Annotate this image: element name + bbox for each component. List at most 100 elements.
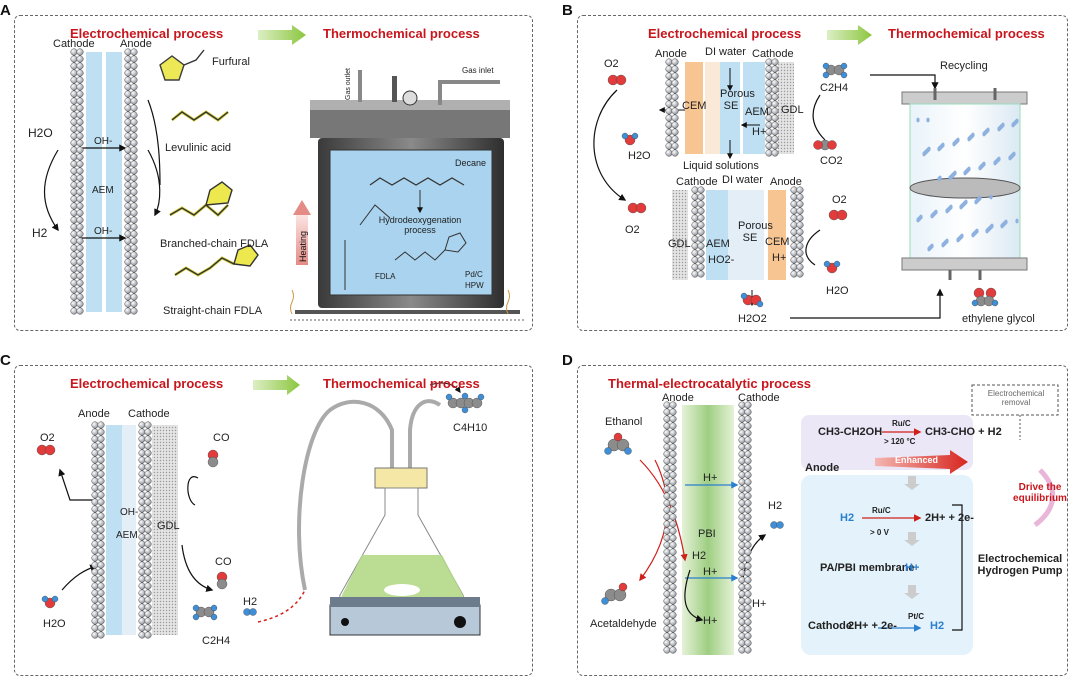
electrode-bead bbox=[669, 646, 677, 654]
panel-a-aem: AEM bbox=[92, 185, 114, 196]
electrode-bead bbox=[665, 114, 673, 122]
electrode-bead bbox=[70, 293, 78, 301]
electrode-bead bbox=[663, 471, 671, 479]
electrode-bead bbox=[91, 442, 99, 450]
electrode-bead bbox=[91, 561, 99, 569]
electrode-bead bbox=[70, 307, 78, 315]
electrode-bead bbox=[124, 216, 132, 224]
electrode-bead bbox=[691, 249, 699, 257]
electrode-bead bbox=[124, 223, 132, 231]
electrode-bead bbox=[144, 484, 152, 492]
electrode-bead bbox=[738, 618, 746, 626]
butane-molecule bbox=[477, 393, 485, 401]
electrode-bead bbox=[144, 442, 152, 450]
electrode-bead bbox=[738, 408, 746, 416]
electrode-bead bbox=[70, 69, 78, 77]
electrode-bead bbox=[124, 125, 132, 133]
electrode-bead bbox=[124, 307, 132, 315]
electrode-bead bbox=[130, 125, 138, 133]
electrode-bead bbox=[663, 506, 671, 514]
electrode-bead bbox=[663, 618, 671, 626]
electrode-bead bbox=[124, 174, 132, 182]
electrode-bead bbox=[97, 582, 105, 590]
electrode-bead bbox=[97, 568, 105, 576]
electrode-bead bbox=[76, 132, 84, 140]
electrode-bead bbox=[76, 97, 84, 105]
electrode-bead bbox=[663, 625, 671, 633]
electrode-bead bbox=[744, 436, 752, 444]
electrode-bead bbox=[97, 491, 105, 499]
electrode-bead bbox=[697, 207, 705, 215]
electrode-bead bbox=[744, 562, 752, 570]
electrode-bead bbox=[738, 527, 746, 535]
ethanol-molecule bbox=[624, 447, 632, 455]
electrode-bead bbox=[76, 300, 84, 308]
electrode-bead bbox=[744, 429, 752, 437]
panel-c-co-top: CO bbox=[213, 432, 230, 444]
oxygen-molecule bbox=[635, 202, 647, 214]
electrode-bead bbox=[663, 408, 671, 416]
pbi-label: PBI bbox=[698, 528, 716, 540]
electrode-bead bbox=[671, 114, 679, 122]
rxn3-catalyst: Pt/C bbox=[908, 612, 924, 621]
electrode-bead bbox=[124, 286, 132, 294]
droplet bbox=[967, 136, 971, 142]
electrode-bead bbox=[76, 188, 84, 196]
electrode-bead bbox=[130, 286, 138, 294]
electrode-bead bbox=[130, 251, 138, 259]
heating-label: Heating bbox=[298, 230, 308, 262]
electrode-bead bbox=[91, 631, 99, 639]
panel-a-cathode-label: Cathode bbox=[53, 38, 95, 50]
electrode-bead bbox=[744, 485, 752, 493]
electrode-bead bbox=[138, 617, 146, 625]
electrode-bead bbox=[130, 216, 138, 224]
electrode-bead bbox=[91, 449, 99, 457]
electrode-bead bbox=[138, 477, 146, 485]
electrode-bead bbox=[744, 527, 752, 535]
electrode-bead bbox=[76, 111, 84, 119]
electrode-bead bbox=[124, 300, 132, 308]
electrode-bead bbox=[744, 443, 752, 451]
panel-b-h2o-top: H2O bbox=[628, 150, 651, 162]
electrode-bead bbox=[97, 484, 105, 492]
electrode-bead bbox=[663, 443, 671, 451]
electrode-bead bbox=[138, 610, 146, 618]
electrode-bead bbox=[91, 540, 99, 548]
butane-molecule bbox=[461, 392, 469, 400]
electrode-bead bbox=[765, 65, 773, 73]
electrode-bead bbox=[138, 421, 146, 429]
electrode-bead bbox=[771, 149, 779, 157]
electrode-bead bbox=[738, 555, 746, 563]
electrode-bead bbox=[744, 471, 752, 479]
electrode-bead bbox=[665, 135, 673, 143]
electrode-bead bbox=[97, 554, 105, 562]
electrode-bead bbox=[76, 69, 84, 77]
electrode-bead bbox=[124, 55, 132, 63]
electrode-bead bbox=[70, 181, 78, 189]
electrode-bead bbox=[124, 202, 132, 210]
ethylene-glycol-molecule bbox=[991, 299, 999, 307]
panel-b-porous-bottom: Porous SE bbox=[738, 220, 773, 244]
panel-c-o2: O2 bbox=[40, 432, 55, 444]
oxygen-molecule bbox=[615, 74, 627, 86]
electrode-bead bbox=[744, 590, 752, 598]
electrode-bead bbox=[138, 596, 146, 604]
panel-c-graphics bbox=[58, 375, 481, 636]
electrode-bead bbox=[669, 443, 677, 451]
electrode-bead bbox=[663, 457, 671, 465]
butane-molecule bbox=[445, 393, 453, 401]
electrode-bead bbox=[70, 223, 78, 231]
electrode-bead bbox=[70, 90, 78, 98]
electrode-bead bbox=[744, 478, 752, 486]
electrode-bead bbox=[697, 193, 705, 201]
electrode-bead bbox=[124, 265, 132, 273]
rxn2-products: 2H+ + 2e- bbox=[925, 512, 974, 524]
electrode-bead bbox=[130, 188, 138, 196]
electrode-bead bbox=[663, 485, 671, 493]
electrode-bead bbox=[669, 562, 677, 570]
electrode-bead bbox=[97, 435, 105, 443]
electrode-bead bbox=[76, 286, 84, 294]
electrode-bead bbox=[124, 209, 132, 217]
electrode-bead bbox=[130, 181, 138, 189]
electrode-bead bbox=[130, 230, 138, 238]
